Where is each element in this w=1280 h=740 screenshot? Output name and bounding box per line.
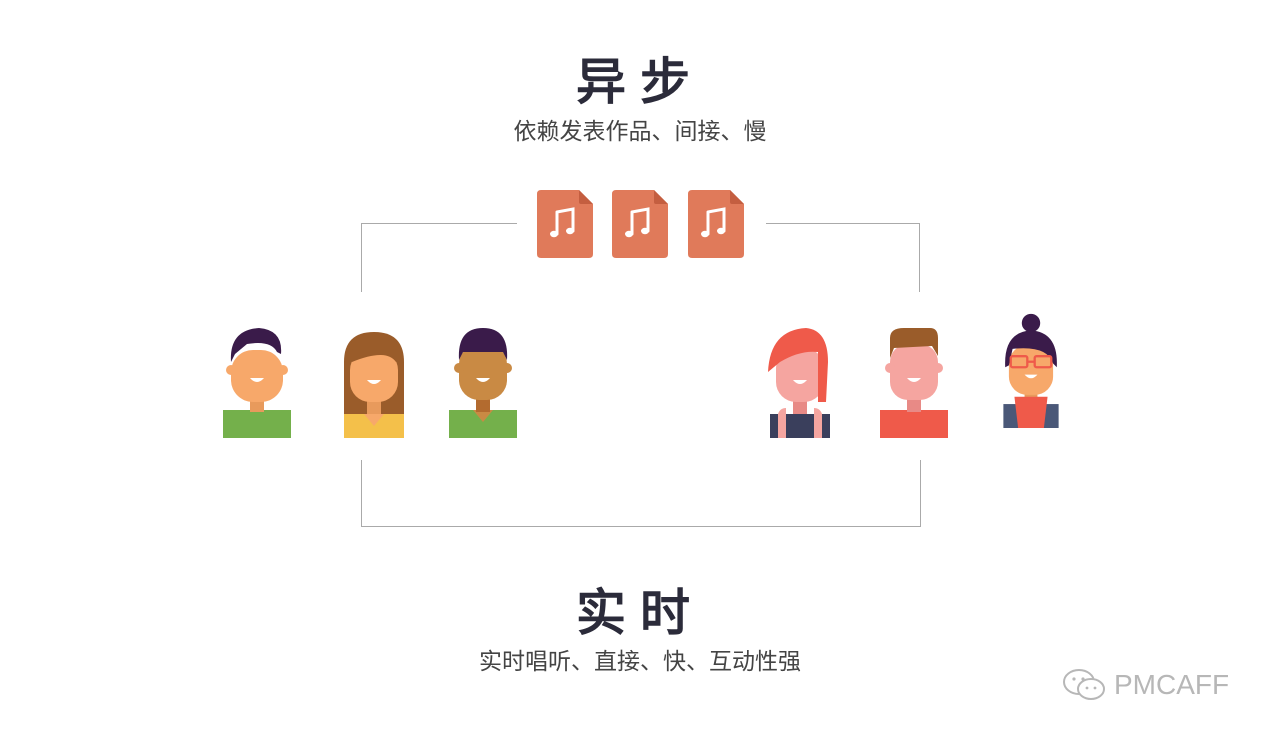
realtime-title: 实时 [576, 584, 704, 642]
music-file-icon [688, 190, 744, 258]
avatar-woman-yellow-top [344, 332, 404, 438]
realtime-connector [361, 460, 921, 527]
realtime-subtitle: 实时唱听、直接、快、互动性强 [479, 649, 801, 675]
avatar-man-green-shirt [223, 328, 291, 438]
async-connector-left [361, 223, 517, 292]
async-connector-right [766, 223, 920, 292]
music-file-icon [537, 190, 593, 258]
async-subtitle: 依赖发表作品、间接、慢 [513, 119, 767, 145]
music-file-icon [612, 190, 668, 258]
watermark-text: PMCAFF [1114, 669, 1230, 700]
watermark: PMCAFF [1062, 668, 1229, 702]
avatar-man-red-shirt [880, 328, 948, 438]
async-title: 异步 [576, 53, 704, 111]
avatar-woman-red-hair [768, 328, 830, 438]
wechat-icon [1063, 669, 1105, 700]
avatar-man-dark-green-shirt [449, 328, 517, 438]
avatar-woman-glasses [1003, 313, 1059, 428]
